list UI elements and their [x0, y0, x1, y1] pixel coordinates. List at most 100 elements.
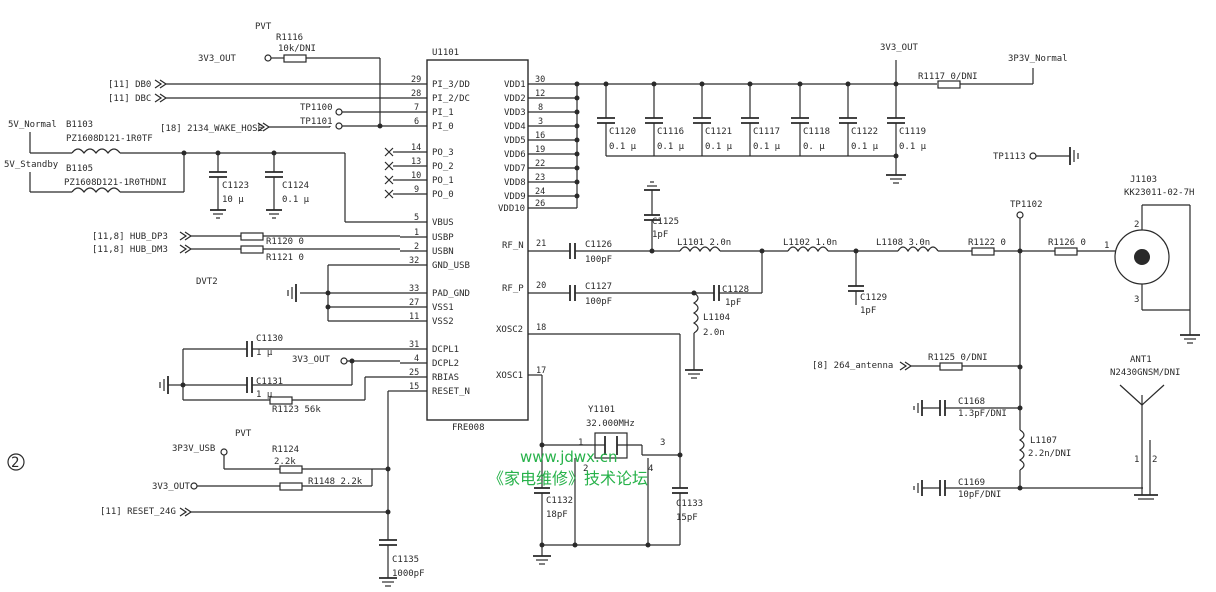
svg-text:12: 12: [535, 89, 545, 99]
watermark-url: www.jdwx.cn: [520, 448, 618, 466]
svg-text:R1148 2.2k: R1148 2.2k: [308, 477, 363, 487]
svg-text:C1132: C1132: [546, 496, 573, 506]
svg-text:PI_1: PI_1: [432, 108, 454, 118]
svg-text:3: 3: [538, 117, 543, 127]
svg-text:C1128: C1128: [722, 285, 749, 295]
svg-text:0.1 μ: 0.1 μ: [753, 142, 781, 152]
svg-text:2: 2: [1152, 455, 1157, 465]
svg-text:10 μ: 10 μ: [222, 195, 244, 205]
net-5v-normal: 5V_Normal: [8, 120, 57, 130]
svg-text:C1127: C1127: [585, 282, 612, 292]
svg-text:C1117: C1117: [753, 127, 780, 137]
svg-text:USBN: USBN: [432, 247, 454, 257]
svg-text:100pF: 100pF: [585, 297, 612, 307]
svg-text:VDD7: VDD7: [504, 164, 526, 174]
svg-text:1 μ: 1 μ: [256, 390, 273, 400]
svg-text:C1131: C1131: [256, 377, 283, 387]
svg-text:PZ1608D121-1R0TF: PZ1608D121-1R0TF: [66, 134, 153, 144]
svg-text:2.0n: 2.0n: [703, 328, 725, 338]
svg-text:XOSC2: XOSC2: [496, 325, 523, 335]
svg-text:R1125 0/DNI: R1125 0/DNI: [928, 353, 988, 363]
page-marker: [7, 453, 25, 471]
svg-text:J1103: J1103: [1130, 175, 1157, 185]
svg-text:PZ1608D121-1R0THDNI: PZ1608D121-1R0THDNI: [64, 178, 167, 188]
svg-text:1 μ: 1 μ: [256, 348, 273, 358]
svg-text:PO_1: PO_1: [432, 176, 454, 186]
svg-text:0.1 μ: 0.1 μ: [609, 142, 637, 152]
svg-text:0.1 μ: 0.1 μ: [899, 142, 927, 152]
svg-text:DCPL2: DCPL2: [432, 359, 459, 369]
svg-text:N2430GNSM/DNI: N2430GNSM/DNI: [1110, 368, 1180, 378]
net-hub-dp3: [11,8] HUB_DP3: [92, 232, 168, 242]
svg-text:C1168: C1168: [958, 397, 985, 407]
svg-text:100pF: 100pF: [585, 255, 612, 265]
net-hub-dm3: [11,8] HUB_DM3: [92, 245, 168, 255]
svg-text:1: 1: [1104, 241, 1109, 251]
svg-text:26: 26: [535, 199, 545, 209]
net-3p3v-usb: 3P3V_USB: [172, 444, 215, 454]
ic-body: [426, 59, 529, 421]
svg-text:VSS1: VSS1: [432, 303, 454, 313]
svg-text:0.1 μ: 0.1 μ: [705, 142, 733, 152]
svg-text:10pF/DNI: 10pF/DNI: [958, 490, 1001, 500]
svg-text:R1124: R1124: [272, 445, 299, 455]
ic-part: FRE008: [452, 423, 485, 433]
svg-text:C1122: C1122: [851, 127, 878, 137]
svg-text:20: 20: [536, 281, 546, 291]
net-db0: [11] DB0: [108, 80, 151, 90]
svg-text:21: 21: [536, 239, 546, 249]
svg-text:ANT1: ANT1: [1130, 355, 1152, 365]
svg-text:TP1101: TP1101: [300, 117, 333, 127]
svg-text:10k/DNI: 10k/DNI: [278, 44, 316, 54]
svg-text:5: 5: [414, 213, 419, 223]
svg-text:VDD1: VDD1: [504, 80, 526, 90]
svg-text:2.2k: 2.2k: [274, 457, 296, 467]
svg-text:25: 25: [409, 368, 419, 378]
svg-text:1: 1: [578, 438, 583, 448]
net-3v3out-reset: 3V3_OUT: [152, 482, 191, 492]
svg-text:L1107: L1107: [1030, 436, 1057, 446]
svg-text:1000pF: 1000pF: [392, 569, 425, 579]
svg-text:24: 24: [535, 187, 545, 197]
net-reset-24g: [11] RESET_24G: [100, 507, 176, 517]
svg-text:PO_2: PO_2: [432, 162, 454, 172]
svg-text:1pF: 1pF: [725, 298, 741, 308]
svg-text:VDD2: VDD2: [504, 94, 526, 104]
svg-text:PI_2/DC: PI_2/DC: [432, 94, 470, 104]
svg-text:R1123 56k: R1123 56k: [272, 405, 321, 415]
svg-text:R1117 0/DNI: R1117 0/DNI: [918, 72, 978, 82]
svg-text:PO_3: PO_3: [432, 148, 454, 158]
svg-text:R1126 0: R1126 0: [1048, 238, 1086, 248]
svg-text:2: 2: [414, 242, 419, 252]
svg-text:C1133: C1133: [676, 499, 703, 509]
svg-text:R1116: R1116: [276, 33, 303, 43]
svg-text:VDD10: VDD10: [498, 204, 525, 214]
svg-text:C1125: C1125: [652, 217, 679, 227]
svg-text:RESET_N: RESET_N: [432, 387, 470, 397]
svg-text:27: 27: [409, 298, 419, 308]
svg-text:32: 32: [409, 256, 419, 266]
svg-text:19: 19: [535, 145, 545, 155]
svg-text:2.2n/DNI: 2.2n/DNI: [1028, 449, 1071, 459]
svg-text:C1120: C1120: [609, 127, 636, 137]
svg-text:C1121: C1121: [705, 127, 732, 137]
svg-text:32.000MHz: 32.000MHz: [586, 419, 635, 429]
svg-text:L1101 2.0n: L1101 2.0n: [677, 238, 731, 248]
svg-text:DCPL1: DCPL1: [432, 345, 459, 355]
svg-text:11: 11: [409, 312, 419, 322]
svg-text:2: 2: [583, 464, 588, 474]
svg-text:15: 15: [409, 382, 419, 392]
svg-text:B1103: B1103: [66, 120, 93, 130]
svg-text:PI_3/DD: PI_3/DD: [432, 80, 470, 90]
svg-text:VDD4: VDD4: [504, 122, 526, 132]
svg-text:33: 33: [409, 284, 419, 294]
svg-text:0.1 μ: 0.1 μ: [282, 195, 310, 205]
net-wake: [18] 2134_WAKE_HOSE: [160, 124, 263, 134]
svg-text:RF_P: RF_P: [502, 284, 524, 294]
svg-text:2: 2: [11, 455, 19, 471]
